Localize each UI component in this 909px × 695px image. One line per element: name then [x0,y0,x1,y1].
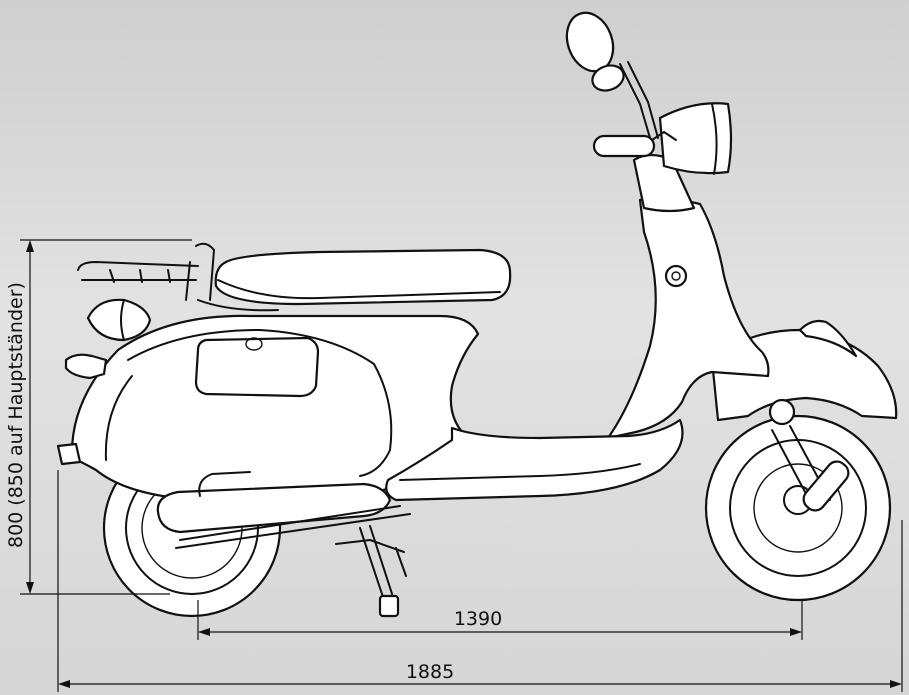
wheelbase-label: 1390 [454,608,502,630]
rear-indicator [64,353,108,380]
fender-crest [798,319,858,358]
floorboard [385,418,684,502]
leg-shield [606,197,770,440]
headlight [658,102,733,175]
length-label: 1885 [406,661,454,683]
brake-lever [651,131,677,141]
exhaust-pipe [156,482,392,534]
seat-strap [197,299,279,312]
front-wheel [704,414,892,602]
rear-number-bracket [56,442,82,466]
main-stand [335,525,407,618]
dimension-wheelbase [197,600,803,640]
tail-light [86,298,152,342]
mirror-arm [619,63,651,139]
handlebar-grip [592,134,656,158]
ignition-lock [664,264,688,288]
seat [214,248,512,306]
fender-bolt [768,398,796,426]
side-panel [194,336,320,398]
dimension-length [57,470,903,692]
scooter-illustration [56,11,898,618]
rear-body [70,314,480,502]
dimension-height [20,239,192,595]
height-label: 800 (850 auf Hauptständer) [5,282,27,548]
rear-rack [77,242,215,301]
front-suspension [771,425,850,512]
